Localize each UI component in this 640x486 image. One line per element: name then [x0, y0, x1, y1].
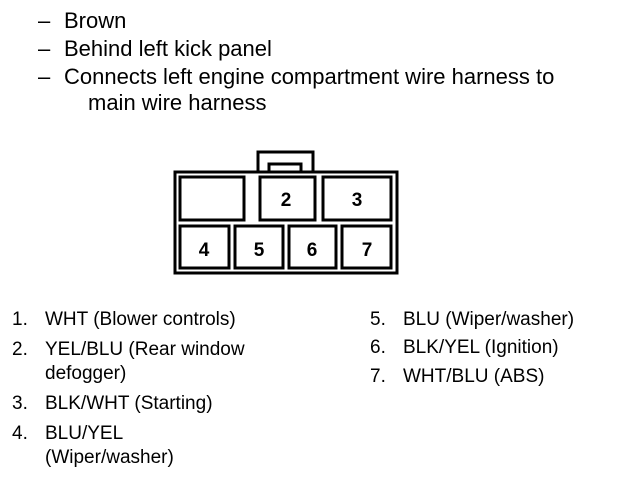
legend-number: 2. [12, 339, 28, 360]
legend-description-cont: (Wiper/washer) [45, 447, 174, 468]
legend-number: 7. [370, 366, 386, 387]
legend-number: 6. [370, 337, 386, 358]
cavity-1 [178, 175, 246, 222]
pin-label-2: 2 [281, 190, 292, 211]
pin-label-5: 5 [254, 240, 265, 261]
note-dash: – [38, 36, 51, 61]
note-text: Behind left kick panel [64, 36, 272, 61]
note-text: Connects left engine compartment wire ha… [64, 64, 555, 89]
cavity-7 [340, 224, 393, 270]
legend-number: 1. [12, 309, 28, 330]
pin-label-3: 3 [352, 190, 363, 211]
legend-description: BLU (Wiper/washer) [403, 309, 575, 330]
legend-number: 3. [12, 393, 28, 414]
pin-label-4: 4 [199, 240, 210, 261]
legend-description: BLU/YEL [45, 423, 124, 444]
legend-number: 5. [370, 309, 386, 330]
note-text: Brown [64, 8, 127, 33]
pin-label-7: 7 [362, 240, 373, 261]
locking-tab [256, 150, 315, 172]
locking-tab-inner [267, 162, 303, 172]
note-continuation: main wire harness [88, 90, 267, 115]
connector-body [173, 170, 399, 275]
cavity-2 [258, 175, 317, 222]
legend-description: YEL/BLU (Rear window [45, 339, 245, 360]
pin-label-6: 6 [307, 240, 318, 261]
cavity-4 [178, 224, 231, 270]
legend-number: 4. [12, 423, 28, 444]
cavity-3 [321, 175, 393, 222]
legend-description: BLK/YEL (Ignition) [403, 337, 559, 358]
legend-description: WHT/BLU (ABS) [403, 366, 545, 387]
note-dash: – [38, 8, 51, 33]
cavity-5 [233, 224, 285, 270]
legend-description: WHT (Blower controls) [45, 309, 236, 330]
legend-description-cont: defogger) [45, 363, 127, 384]
note-dash: – [38, 64, 51, 89]
legend-description: BLK/WHT (Starting) [45, 393, 213, 414]
cavity-6 [287, 224, 338, 270]
